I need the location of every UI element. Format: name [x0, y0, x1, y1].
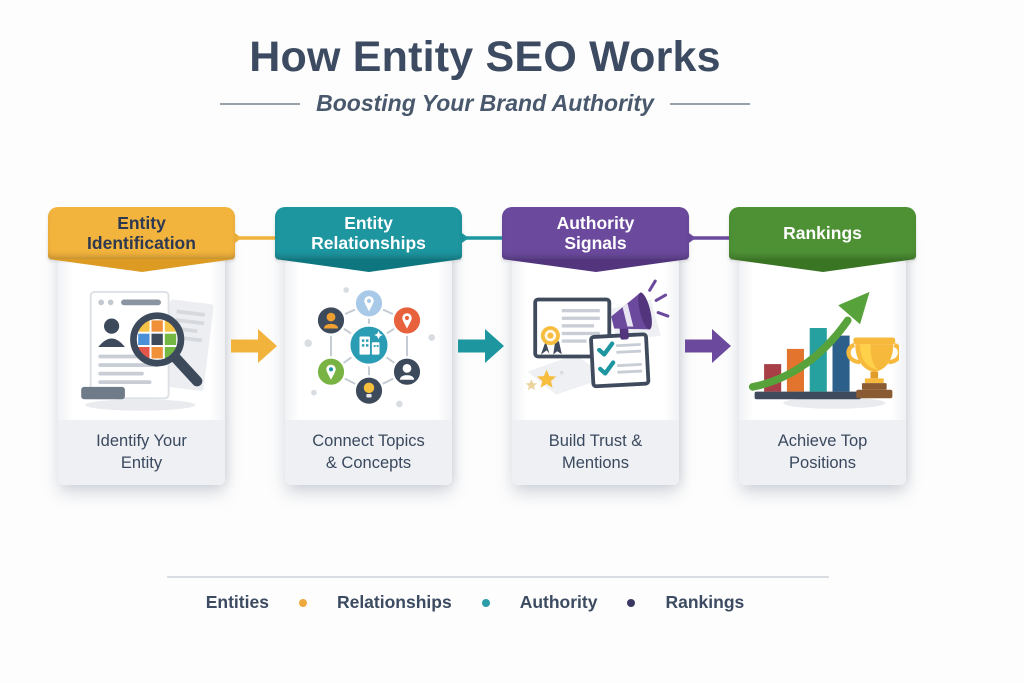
- step-authority-signals: Authority Signals: [502, 207, 689, 486]
- step-entity-relationships: Entity Relationships: [275, 207, 462, 486]
- seo-flow-diagram: Entity Identification: [0, 207, 1024, 507]
- step-banner: Authority Signals: [502, 207, 689, 273]
- banner-connector-1: [229, 229, 281, 252]
- step-banner-label: Entity Relationships: [311, 212, 426, 254]
- legend-items: Entities Relationships Authority Ranking…: [0, 592, 987, 613]
- flow-arrow-right-icon: [685, 329, 731, 368]
- legend-dot-icon: [298, 598, 307, 607]
- checklist-icon: [588, 332, 650, 389]
- step-rankings: Rankings: [729, 207, 916, 486]
- step-caption: Build Trust & Mentions: [548, 432, 643, 472]
- pin-node-icon: [391, 304, 422, 336]
- step-banner-label: Entity Identification: [87, 212, 196, 254]
- trophy-icon: [846, 337, 899, 399]
- document-magnifier-icon: [80, 290, 214, 411]
- color-mosaic-icon: [135, 318, 178, 361]
- idea-node-icon: [353, 375, 384, 407]
- magnifier-icon: [129, 312, 202, 387]
- banner-connector-3: [683, 229, 735, 252]
- pin-node-icon: [315, 356, 346, 388]
- step-caption: Achieve Top Positions: [777, 432, 868, 472]
- legend: Entities Relationships Authority Ranking…: [0, 576, 1024, 613]
- step-caption-area: Achieve Top Positions: [739, 420, 906, 486]
- certificate-megaphone-icon: [525, 279, 669, 395]
- step-caption: Connect Topics & Concepts: [312, 432, 425, 472]
- step-banner: Rankings: [729, 207, 916, 273]
- page-title: How Entity SEO Works: [249, 33, 721, 81]
- step-banner: Entity Identification: [48, 207, 235, 273]
- step-caption: Identify Your Entity: [96, 432, 187, 472]
- brand-entity-node-icon: [347, 323, 390, 367]
- step-banner-label: Rankings: [783, 223, 862, 244]
- legend-label-rankings: Rankings: [665, 592, 745, 613]
- subtitle-left-rule: [220, 102, 301, 105]
- megaphone-icon: [610, 279, 669, 340]
- flow-arrow-right-icon: [458, 329, 504, 368]
- step-caption-area: Identify Your Entity: [58, 420, 225, 486]
- person-node-icon: [391, 356, 422, 388]
- step-entity-identification: Entity Identification: [48, 207, 235, 486]
- step-banner: Entity Relationships: [275, 207, 462, 273]
- subtitle-right-rule: [669, 102, 750, 105]
- growth-bars-icon: [754, 327, 861, 400]
- step-banner-label: Authority Signals: [556, 212, 635, 254]
- subtitle-row: Boosting Your Brand Authority: [0, 90, 997, 117]
- legend-divider: [167, 576, 829, 579]
- stand-icon: [80, 386, 125, 400]
- legend-dot-icon: [627, 598, 636, 607]
- legend-label-authority: Authority: [519, 592, 598, 613]
- person-node-icon: [315, 304, 346, 336]
- page-subtitle: Boosting Your Brand Authority: [316, 90, 654, 117]
- star-icons: [525, 369, 564, 390]
- legend-dot-icon: [481, 598, 490, 607]
- step-caption-area: Build Trust & Mentions: [512, 420, 679, 486]
- pin-node-icon: [353, 287, 384, 319]
- legend-label-entities: Entities: [205, 592, 269, 613]
- flow-arrow-right-icon: [231, 329, 277, 368]
- legend-label-relationships: Relationships: [336, 592, 452, 613]
- network-nodes-icon: [303, 287, 435, 408]
- step-caption-area: Connect Topics & Concepts: [285, 420, 452, 486]
- growth-arrow-icon: [748, 291, 870, 391]
- banner-connector-2: [456, 229, 508, 252]
- bar-chart-trophy-icon: [748, 291, 899, 409]
- infographic-header: How Entity SEO Works Boosting Your Brand…: [0, 0, 997, 117]
